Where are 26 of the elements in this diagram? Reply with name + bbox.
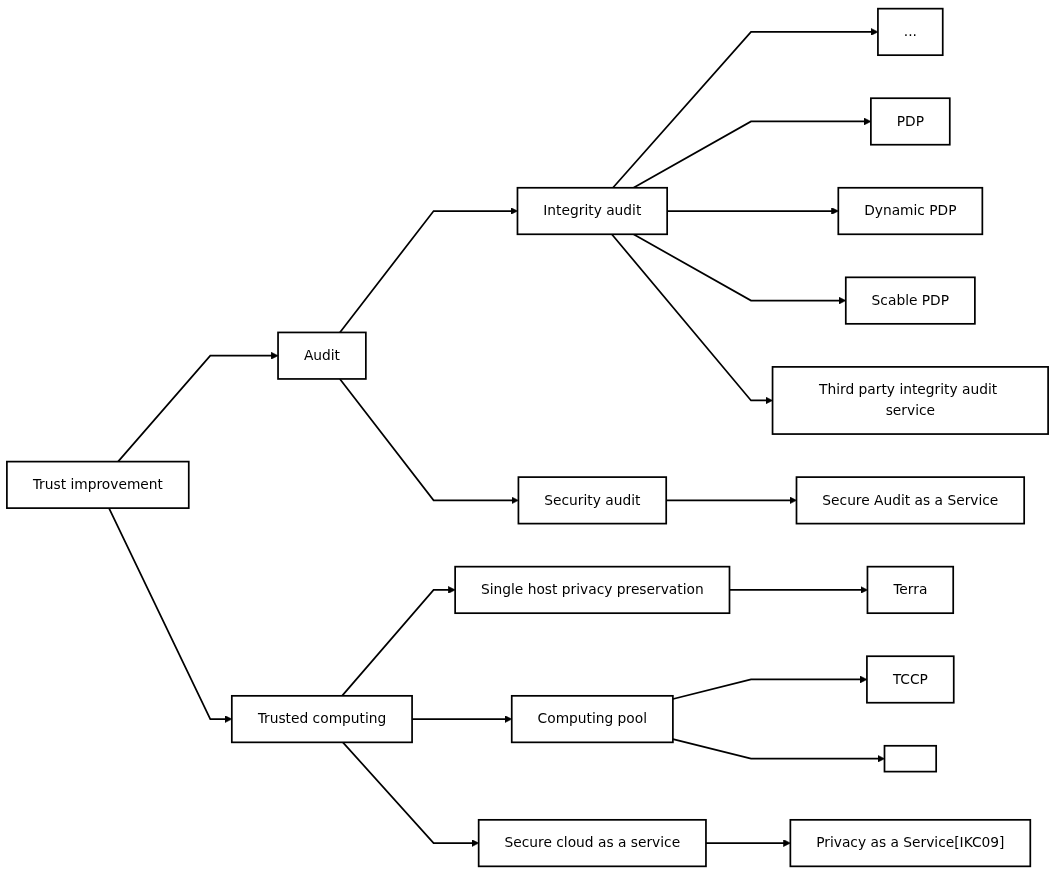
node-box: Security audit <box>517 476 668 525</box>
arrow <box>339 378 519 505</box>
node-box: Audit <box>277 331 367 380</box>
node-box: Single host privacy preservation <box>454 565 731 615</box>
arrow <box>339 207 518 334</box>
node-box: Secure Audit as a Service <box>795 476 1026 525</box>
node-box: Integrity audit <box>516 186 668 236</box>
node-box: Scable PDP <box>844 276 976 325</box>
node-box: TCCP <box>866 655 955 704</box>
arrow <box>342 741 479 847</box>
arrow <box>341 586 456 697</box>
node-box: Computing pool <box>510 695 674 744</box>
arrow <box>117 351 279 463</box>
node-box: Dynamic PDP <box>837 186 984 236</box>
node-box: ... <box>877 7 944 56</box>
arrow <box>610 233 773 405</box>
node-box: Privacy as a Service[IKC09] <box>789 819 1032 868</box>
arrow <box>705 839 791 847</box>
node-box <box>883 744 937 773</box>
node-box: Trusted computing <box>230 695 413 744</box>
arrow <box>672 738 885 763</box>
node-box: Secure cloud as a service <box>477 819 707 868</box>
node-box: Third party integrity audit service <box>771 366 1049 435</box>
node-box: Terra <box>866 565 955 615</box>
node-box: Trust improvement <box>6 460 190 509</box>
node-box: PDP <box>870 97 951 146</box>
